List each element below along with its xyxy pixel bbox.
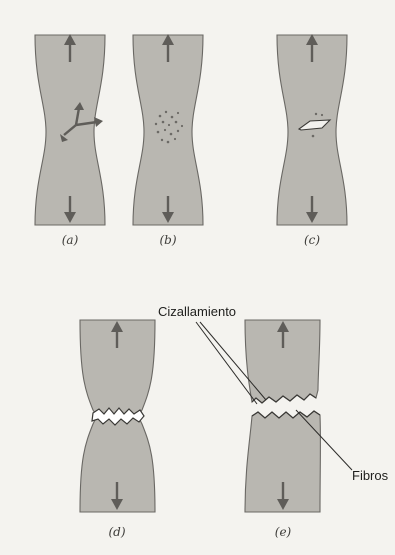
panel-a: (a) [35, 34, 105, 247]
panel-d: (d) [80, 320, 155, 539]
panel-b: (b) [133, 34, 203, 247]
panel-e: (e) [245, 320, 320, 539]
panel-label-d: (d) [108, 525, 125, 539]
panel-label-c: (c) [304, 233, 320, 247]
shear-annotation: Cizallamiento [158, 304, 236, 319]
panel-label-b: (b) [159, 233, 176, 247]
panel-label-e: (e) [275, 525, 292, 539]
panel-c: (c) [277, 34, 347, 247]
fibrous-annotation: Fibros [352, 468, 389, 483]
panel-label-a: (a) [62, 233, 79, 247]
